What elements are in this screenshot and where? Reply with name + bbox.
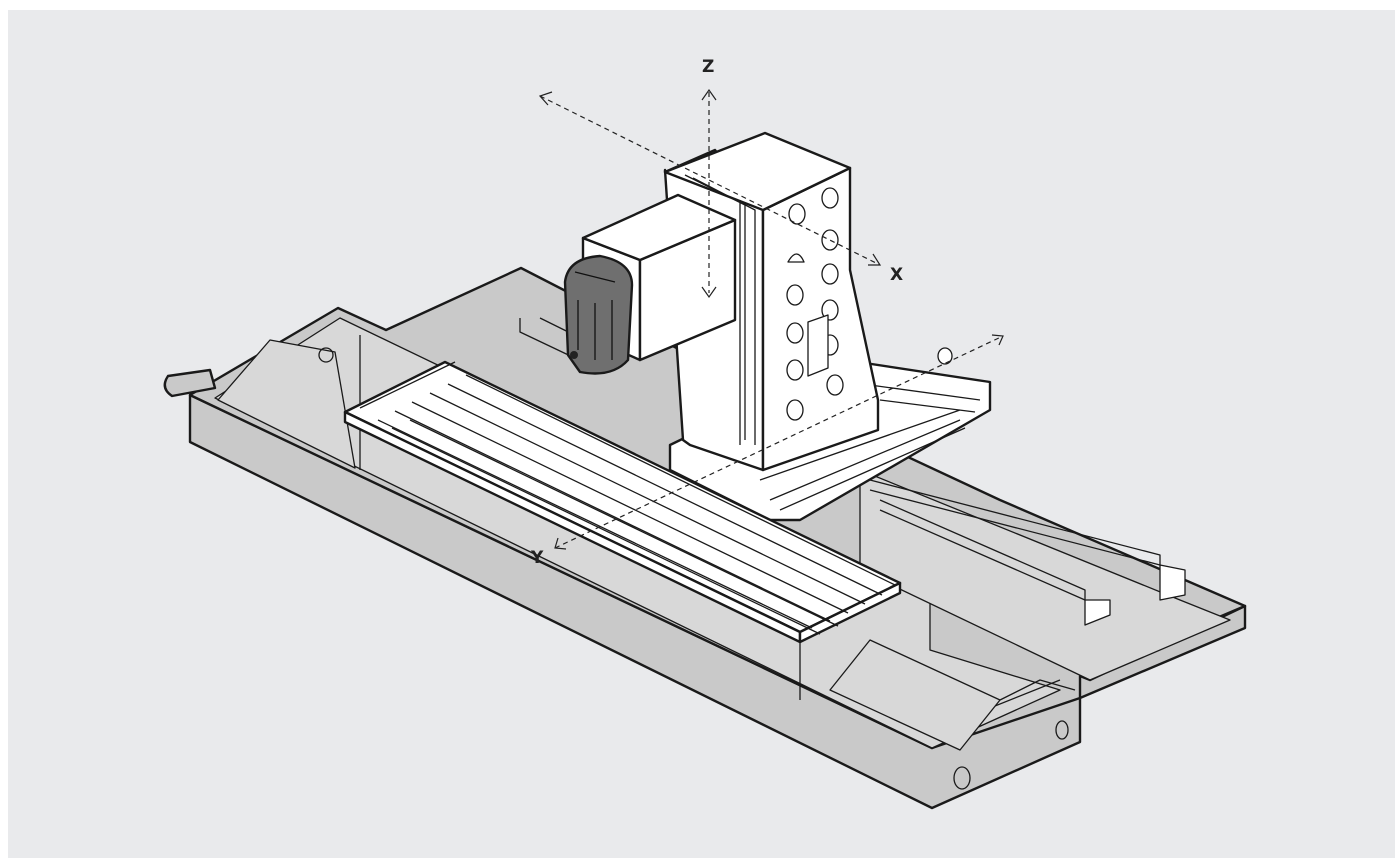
bed-rail-1	[869, 479, 1161, 566]
spindle-nut	[570, 351, 578, 359]
z-axis-arrowhead-bottom	[701, 286, 717, 299]
bed-left-shaft	[163, 368, 217, 398]
bed-rail-2	[879, 499, 1086, 601]
y-axis-arrowhead-top	[991, 334, 1004, 346]
bed-left-end	[217, 339, 356, 469]
spindle-motor-ribs	[574, 271, 616, 360]
spindle-housing-top	[581, 193, 737, 262]
axis-arrows: Z X Y	[530, 57, 1004, 568]
bed-right-rails	[859, 469, 1231, 681]
x-axis-arrowhead-right	[868, 253, 882, 266]
bed-right-slope	[999, 679, 1076, 701]
x-axis-arrowhead-left	[538, 91, 553, 106]
saddle-rail-top	[759, 384, 981, 481]
spindle-head	[563, 193, 737, 375]
bed-hole-2	[1055, 720, 1069, 740]
work-table	[343, 360, 902, 644]
y-axis-line	[554, 335, 1004, 549]
table-side-edge	[798, 581, 902, 644]
spindle-motor	[563, 254, 634, 375]
saddle-bearing	[937, 347, 953, 365]
x-axis-line	[539, 95, 881, 266]
y-axis-arrowhead-bottom	[554, 537, 567, 550]
bed-hole-1	[953, 766, 971, 790]
column-guide-rails	[684, 174, 756, 445]
table-t-slots	[359, 361, 896, 635]
z-axis-arrowhead-top	[701, 88, 717, 101]
saddle-front-lines	[769, 419, 966, 511]
z-axis-label: Z	[702, 57, 714, 77]
bed-hole-3	[318, 347, 334, 363]
x-axis-label: X	[890, 265, 903, 285]
bed-rail-block-1	[1084, 599, 1111, 626]
y-axis-label: Y	[530, 548, 544, 568]
column-holes	[786, 187, 844, 421]
bed-rail-block-2	[1159, 564, 1186, 601]
